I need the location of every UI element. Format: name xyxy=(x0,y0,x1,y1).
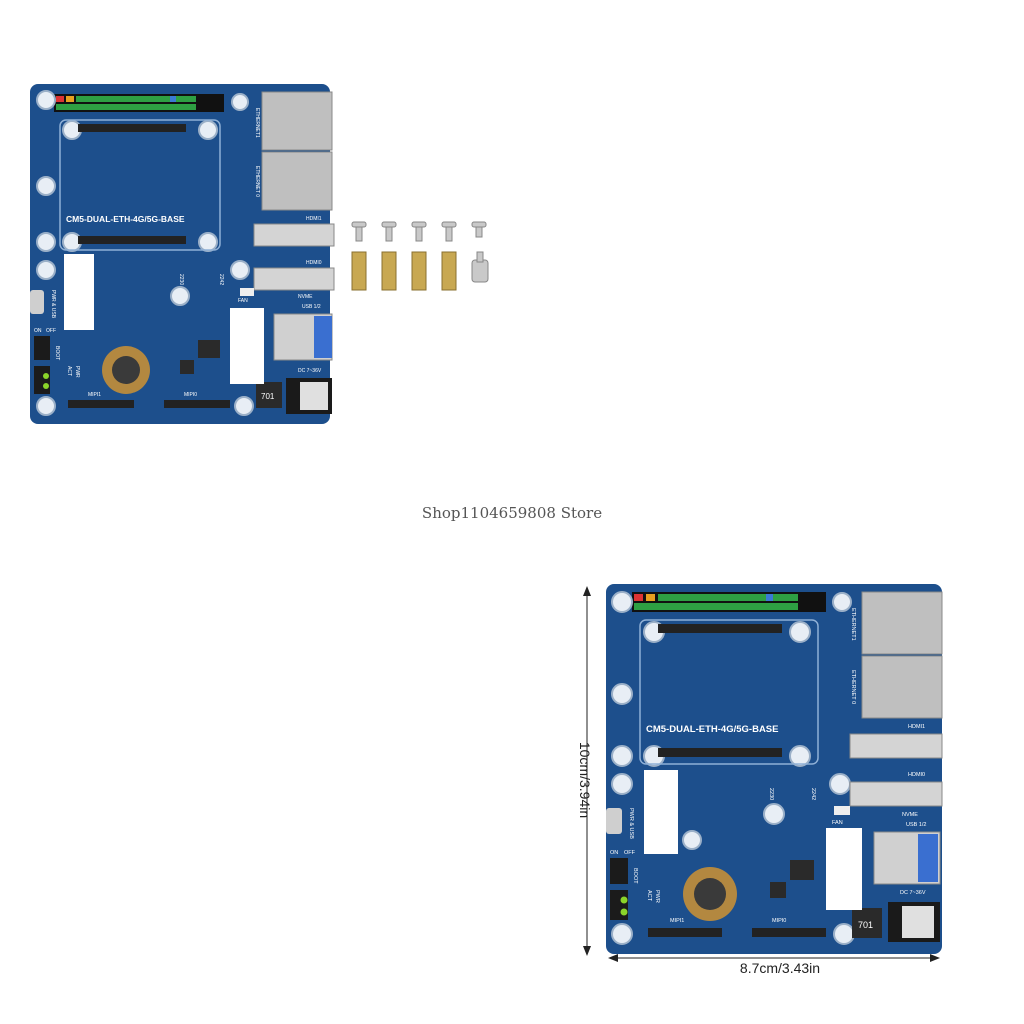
svg-text:NVME: NVME xyxy=(902,812,918,818)
svg-text:ON: ON xyxy=(34,328,42,334)
svg-text:PWR & USB: PWR & USB xyxy=(50,290,56,319)
svg-text:2230: 2230 xyxy=(768,788,774,800)
board-name: CM5-DUAL-ETH-4G/5G-BASE xyxy=(66,214,185,224)
svg-text:2230: 2230 xyxy=(178,274,184,285)
svg-text:ETHERNET 0: ETHERNET 0 xyxy=(850,670,856,704)
svg-text:FAN: FAN xyxy=(238,298,248,304)
gpio-header xyxy=(54,94,224,112)
svg-text:PWR & USB: PWR & USB xyxy=(628,808,634,839)
svg-text:2242: 2242 xyxy=(218,274,224,285)
svg-text:BOOT: BOOT xyxy=(54,346,60,360)
screw-icon xyxy=(351,221,487,242)
svg-text:HDMI1: HDMI1 xyxy=(306,216,322,222)
standoff-icon xyxy=(351,251,457,291)
svg-text:701: 701 xyxy=(858,920,873,930)
svg-text:BOOT: BOOT xyxy=(632,868,638,884)
svg-text:ETHERNET1: ETHERNET1 xyxy=(254,108,260,138)
svg-text:HDMI1: HDMI1 xyxy=(908,724,925,730)
svg-text:USB 1/2: USB 1/2 xyxy=(302,304,321,310)
svg-text:PWR: PWR xyxy=(654,890,660,903)
svg-text:ON: ON xyxy=(610,850,618,856)
store-watermark: Shop1104659808 Store xyxy=(421,504,603,522)
svg-text:ETHERNET 0: ETHERNET 0 xyxy=(254,166,260,197)
svg-text:MIPI0: MIPI0 xyxy=(184,392,197,398)
svg-text:MIPI1: MIPI1 xyxy=(670,918,684,924)
svg-text:701: 701 xyxy=(261,392,275,401)
width-dimension: 8.7cm/3.43in xyxy=(739,960,821,976)
height-dimension: 10cm/3.94in xyxy=(577,741,593,819)
board-image-top: CM5-DUAL-ETH-4G/5G-BASE ETHERNET1 ETHERN… xyxy=(30,84,335,426)
board-image-bottom: CM5-DUAL-ETH-4G/5G-BASE ETHERNET1 ETHERN… xyxy=(606,584,946,956)
svg-text:ACT: ACT xyxy=(646,890,652,902)
svg-text:OFF: OFF xyxy=(624,850,636,856)
svg-text:HDMI0: HDMI0 xyxy=(306,260,322,266)
svg-text:USB 1/2: USB 1/2 xyxy=(906,822,926,828)
svg-text:DC 7~36V: DC 7~36V xyxy=(900,890,926,896)
svg-text:MIPI1: MIPI1 xyxy=(88,392,101,398)
svg-text:NVME: NVME xyxy=(298,294,313,300)
thumbscrew-icon xyxy=(471,251,489,283)
svg-text:PWR: PWR xyxy=(74,366,80,378)
svg-text:ACT: ACT xyxy=(66,366,72,376)
svg-text:OFF: OFF xyxy=(46,328,56,334)
svg-text:DC 7~36V: DC 7~36V xyxy=(298,368,322,374)
svg-text:MIPI0: MIPI0 xyxy=(772,918,786,924)
svg-text:ETHERNET1: ETHERNET1 xyxy=(850,608,856,641)
screws-standoffs xyxy=(348,218,498,303)
svg-text:FAN: FAN xyxy=(832,820,843,826)
svg-text:CM5-DUAL-ETH-4G/5G-BASE: CM5-DUAL-ETH-4G/5G-BASE xyxy=(646,724,778,735)
svg-text:2242: 2242 xyxy=(810,788,816,800)
svg-text:HDMI0: HDMI0 xyxy=(908,772,925,778)
